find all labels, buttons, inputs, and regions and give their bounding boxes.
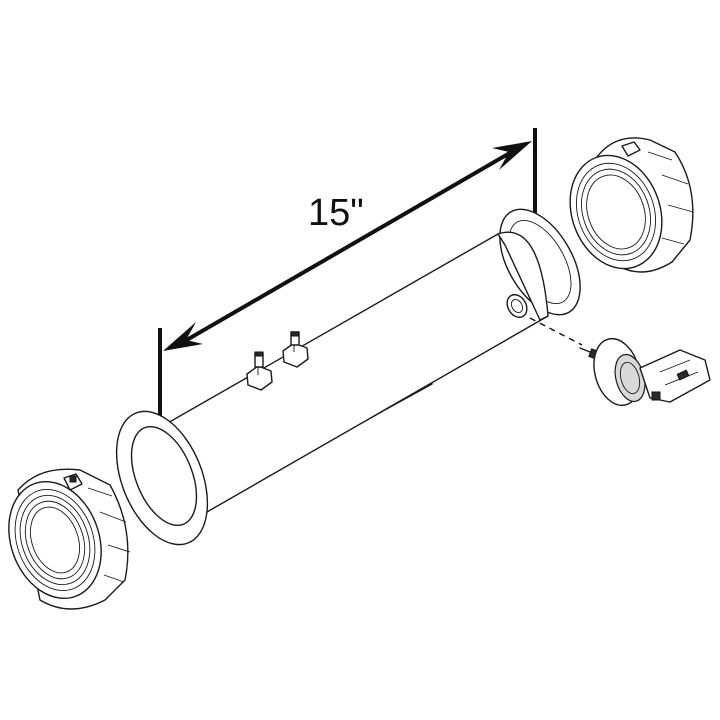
tube-body bbox=[151, 233, 549, 517]
sensor-leader-line bbox=[529, 317, 583, 346]
tube-right-end bbox=[497, 231, 549, 321]
heater-tube bbox=[115, 208, 581, 546]
dimension-indicator: 15" bbox=[158, 128, 537, 425]
tube-port bbox=[506, 293, 528, 319]
tube-port-inner bbox=[510, 298, 524, 314]
dimension-label: 15" bbox=[308, 192, 364, 234]
left-nut-face bbox=[8, 480, 102, 600]
dimension-arrow-left bbox=[163, 322, 203, 351]
terminal-post-left bbox=[246, 351, 273, 391]
dimension-arrow-right bbox=[492, 141, 532, 170]
terminal-posts bbox=[246, 331, 309, 391]
right-union-nut bbox=[569, 137, 694, 273]
left-union-nut bbox=[8, 468, 131, 610]
sensor-connector bbox=[639, 349, 711, 403]
tube-opening-left bbox=[130, 425, 198, 527]
dimension-line bbox=[176, 148, 517, 347]
terminal-post-right bbox=[282, 331, 309, 368]
sensor-probe bbox=[579, 337, 711, 407]
